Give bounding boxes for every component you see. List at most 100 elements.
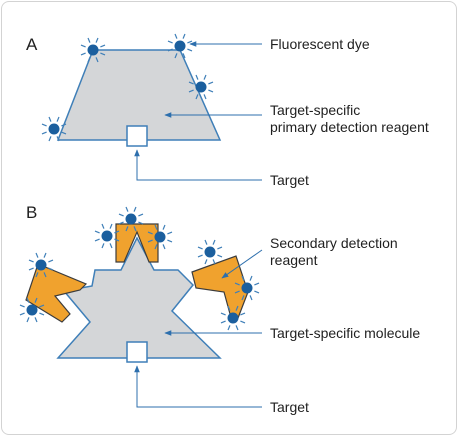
dye-ray (162, 244, 166, 250)
dye-ray (48, 116, 52, 122)
dye-ray (87, 57, 91, 63)
dye-ray (56, 136, 60, 142)
dye-ray (217, 254, 223, 258)
dye-ray (227, 305, 231, 311)
dye-ray (26, 317, 30, 323)
dye-ray (39, 312, 45, 316)
dye-ray (174, 33, 178, 39)
dye-ray (249, 295, 253, 301)
dye-ray (56, 116, 60, 122)
dye-ray (203, 94, 207, 100)
dye-ray (195, 94, 199, 100)
dye-ray (240, 312, 246, 316)
fluorescent-dye-icon (147, 224, 173, 250)
dye-ray (167, 239, 173, 243)
dye-ray (48, 136, 52, 142)
dye-ray (109, 243, 113, 249)
dye-ray (61, 131, 67, 135)
label-fluorescent-dye: Fluorescent dye (270, 36, 370, 52)
secondary-reagent-icon (25, 263, 88, 323)
fluorescent-dye-icon (118, 206, 144, 232)
target-arrow-b (134, 365, 262, 408)
dye-ray (147, 231, 153, 235)
dye-dot (174, 40, 186, 52)
dye-dot (227, 312, 239, 324)
dye-ray (114, 238, 120, 242)
dye-ray (133, 226, 137, 232)
dye-ray (195, 74, 199, 80)
dye-ray (87, 37, 91, 43)
dye-ray (212, 239, 216, 245)
target-arrow-a (134, 149, 262, 181)
dye-ray (249, 275, 253, 281)
fluorescent-dye-icon (94, 223, 120, 249)
dye-ray (220, 312, 226, 316)
dye-ray (26, 297, 30, 303)
dye-ray (114, 230, 120, 234)
label-primary-reagent-line2: primary detection reagent (270, 119, 429, 135)
dye-ray (95, 37, 99, 43)
fluorescent-dye-icon (41, 116, 67, 142)
secondary-reagent-arrow (221, 249, 263, 279)
dye-ray (234, 282, 240, 286)
dye-ray (208, 81, 214, 85)
dye-ray (19, 304, 25, 308)
dye-dot (101, 230, 113, 242)
dye-dot (204, 246, 216, 258)
primary-reagent-shape (56, 49, 222, 141)
label-secondary-reagent-line1: Secondary detection (270, 235, 398, 251)
label-secondary-reagent-line2: reagent (270, 252, 318, 268)
dye-ray (187, 40, 193, 44)
dye-ray (28, 259, 34, 263)
dye-ray (217, 246, 223, 250)
dye-ray (80, 52, 86, 56)
dye-ray (188, 89, 194, 93)
dye-ray (19, 312, 25, 316)
dye-ray (39, 304, 45, 308)
dye-ray (197, 246, 203, 250)
fluorescent-dye-icon (220, 305, 246, 331)
dye-ray (188, 81, 194, 85)
target-specific-molecule-shape (56, 236, 222, 359)
dye-ray (34, 317, 38, 323)
dye-ray (167, 48, 173, 52)
dye-ray (167, 40, 173, 44)
dye-ray (43, 272, 47, 278)
fluorescent-dye-icon (19, 297, 45, 323)
dye-dot (87, 44, 99, 56)
dye-ray (138, 213, 144, 217)
dye-ray (154, 244, 158, 250)
dye-ray (48, 267, 54, 271)
fluorescent-dye-icon (188, 74, 214, 100)
dye-ray (100, 52, 106, 56)
dye-ray (118, 213, 124, 217)
dye-ray (197, 254, 203, 258)
dye-ray (187, 48, 193, 52)
dye-ray (125, 226, 129, 232)
dye-ray (61, 123, 67, 127)
dye-ray (147, 239, 153, 243)
dye-dot (195, 81, 207, 93)
dye-ray (167, 231, 173, 235)
dye-ray (100, 44, 106, 48)
dye-ray (162, 224, 166, 230)
dye-ray (154, 224, 158, 230)
dye-ray (204, 239, 208, 245)
dye-ray (212, 259, 216, 265)
dye-ray (182, 33, 186, 39)
dye-ray (94, 238, 100, 242)
dye-dot (241, 282, 253, 294)
dye-ray (138, 221, 144, 225)
dye-dot (125, 213, 137, 225)
fluorescent-dye-icon (28, 252, 54, 278)
dye-ray (94, 230, 100, 234)
dye-ray (34, 297, 38, 303)
dye-ray (208, 89, 214, 93)
dye-ray (95, 57, 99, 63)
dye-ray (101, 243, 105, 249)
panel-b-letter: B (26, 203, 37, 222)
dye-ray (80, 44, 86, 48)
label-target-a: Target (270, 172, 309, 188)
